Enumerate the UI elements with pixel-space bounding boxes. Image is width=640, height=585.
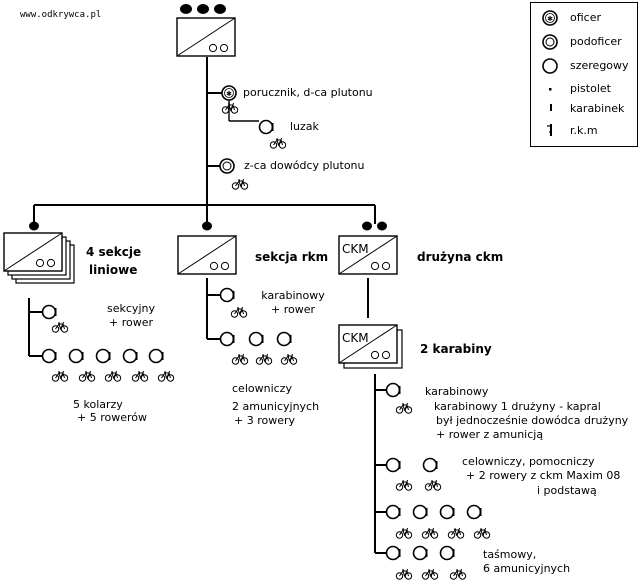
ckm-rifleman-label-4: + rower z amunicją	[436, 428, 544, 441]
svg-text:✱: ✱	[547, 15, 553, 23]
ckm-gunners-label-2: + 2 rowery z ckm Maxim 08	[466, 469, 621, 482]
section-leader-label-2: + rower	[108, 316, 153, 329]
site-credit: www.odkrywca.pl	[20, 10, 102, 20]
cyclists-label-2: + 5 rowerów	[77, 411, 147, 424]
lieutenant-label: porucznik, d-ca plutonu	[243, 86, 373, 99]
connector-lines	[28, 57, 386, 554]
legend-private: szeregowy	[570, 59, 629, 72]
groom-marker	[258, 119, 287, 149]
ckm-rifleman-label-3: był jednocześnie dowódca drużyny	[436, 414, 629, 427]
rkm-crew-row	[219, 331, 298, 365]
platoon-hq-box	[176, 4, 236, 57]
legend-lmg: r.k.m	[570, 124, 598, 137]
cyclists-row	[41, 348, 175, 382]
ckm-sub-box	[338, 324, 403, 369]
ckm-belt-label-1: taśmowy,	[483, 548, 537, 561]
ckm-ammo-row-1	[385, 504, 491, 539]
ckm-rifleman-label-1: karabinowy	[425, 385, 489, 398]
rkm-rifleman-marker	[219, 287, 248, 318]
deputy-label: z-ca dowódcy plutonu	[244, 159, 365, 172]
rkm-section-title: sekcja rkm	[255, 250, 329, 264]
rkm-crew-label-1: celowniczy	[232, 382, 292, 395]
ckm-team-title: drużyna ckm	[417, 250, 504, 264]
section-leader-label-1: sekcyjny	[107, 302, 155, 315]
rkm-crew-label-3: + 3 rowery	[234, 414, 296, 427]
rkm-rifleman-label-1: karabinowy	[261, 289, 325, 302]
ckm-gunners-label-3: i podstawą	[537, 484, 597, 497]
svg-text:✱: ✱	[226, 90, 232, 98]
ckm-ammo-row-2	[385, 545, 467, 580]
ckm-sub-box-label: CKM	[342, 331, 369, 345]
ckm-gunners-label-1: celowniczy, pomocniczy	[462, 455, 595, 468]
legend-nco: podoficer	[570, 35, 622, 48]
legend	[530, 2, 638, 147]
legend-symbols: ✱	[542, 10, 558, 136]
deputy-marker	[219, 158, 249, 190]
section-leader-marker	[41, 304, 69, 333]
ckm-rifleman-marker	[385, 382, 413, 414]
legend-pistol: pistolet	[570, 82, 611, 95]
legend-carbine: karabinek	[570, 102, 625, 115]
lieutenant-marker: ✱	[221, 85, 239, 114]
line-sections-title-2: liniowe	[89, 263, 138, 277]
ckm-rifleman-label-2: karabinowy 1 drużyny - kapral	[434, 400, 601, 413]
legend-officer: oficer	[570, 11, 601, 24]
ckm-belt-label-2: 6 amunicyjnych	[483, 562, 571, 575]
ckm-box-label: CKM	[342, 242, 369, 256]
ckm-gunners-row	[385, 457, 442, 491]
rkm-crew-label-2: 2 amunicyjnych	[232, 400, 320, 413]
line-sections-title-1: 4 sekcje	[86, 245, 142, 259]
rkm-rifleman-label-2: + rower	[270, 303, 315, 316]
cyclists-label-1: 5 kolarzy	[73, 398, 123, 411]
groom-label: luzak	[290, 120, 319, 133]
ckm-sub-title: 2 karabiny	[420, 342, 492, 356]
rkm-section-box	[177, 221, 237, 275]
ckm-team-box	[338, 221, 398, 275]
line-sections-box	[3, 221, 75, 284]
